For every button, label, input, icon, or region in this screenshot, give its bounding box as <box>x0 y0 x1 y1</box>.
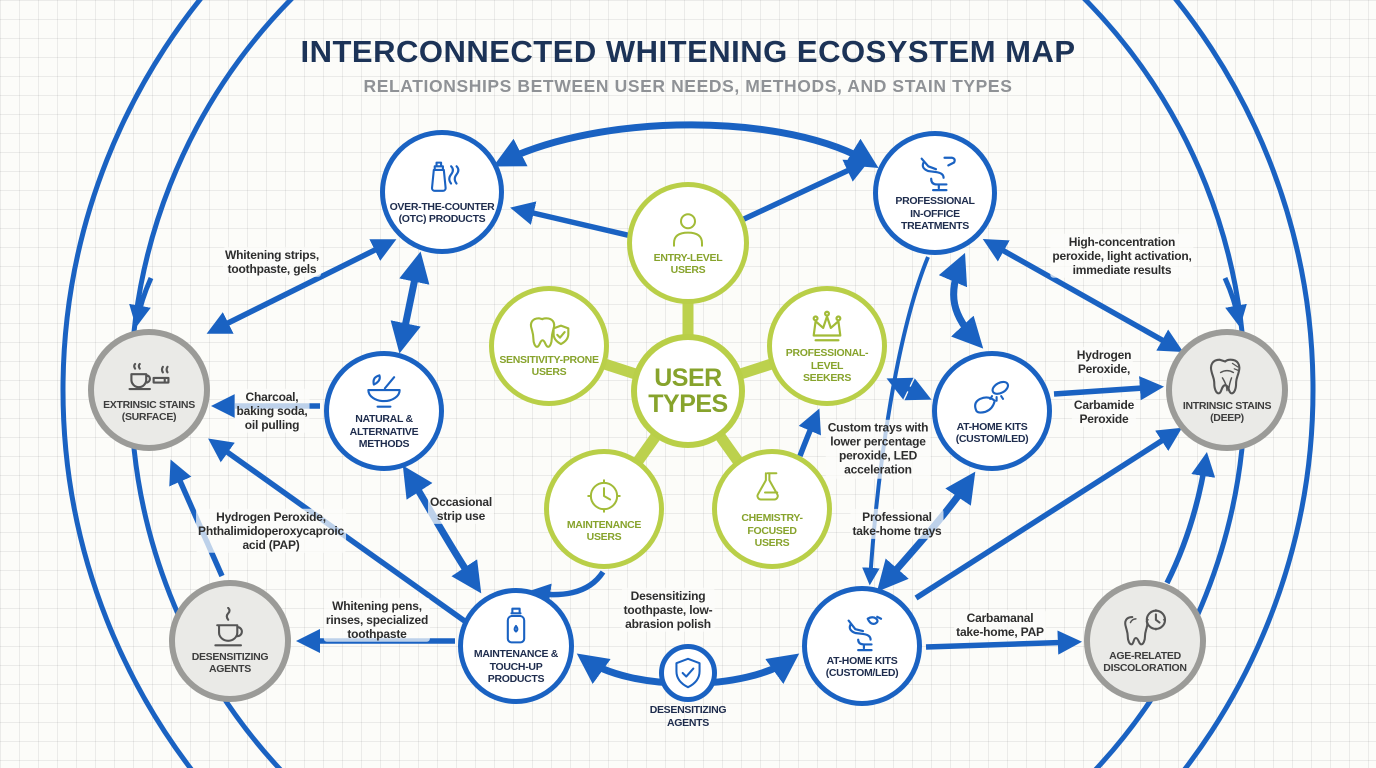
edge-label-custom-trays: Custom trays with lower percentage perox… <box>825 419 931 479</box>
node-intrinsic-stains: INTRINSIC STAINS (DEEP) <box>1166 329 1288 451</box>
node-professional-in-office: PROFESSIONAL IN-OFFICE TREATMENTS <box>873 131 997 255</box>
tooth-cross-section-icon <box>1207 356 1247 398</box>
node-chemistry-focused-users: CHEMISTRY- FOCUSED USERS <box>712 449 832 569</box>
node-label: OVER-THE-COUNTER (OTC) PRODUCTS <box>389 200 495 225</box>
toothpaste-and-strips-icon <box>420 159 464 199</box>
node-extrinsic-stains: EXTRINSIC STAINS (SURFACE) <box>88 329 210 451</box>
node-label: NATURAL & ALTERNATIVE METHODS <box>349 413 419 451</box>
coffee-cigarette-icon <box>124 357 174 397</box>
desensitizing-agents-blue-label: DESENSITIZING AGENTS <box>649 704 727 729</box>
node-label: DESENSITIZING AGENTS <box>191 650 269 675</box>
node-at-home-kits-bottom: AT-HOME KITS (CUSTOM/LED) <box>802 586 922 706</box>
edge-label-occasional-strip-use: Occasional strip use <box>427 493 495 525</box>
edge-label-carbamanal-take-home: Carbamanal take-home, PAP <box>954 609 1046 641</box>
node-label: AT-HOME KITS (CUSTOM/LED) <box>825 654 899 679</box>
page-subtitle: RELATIONSHIPS BETWEEN USER NEEDS, METHOD… <box>363 76 1013 96</box>
node-user-types-hub: USER TYPES <box>631 334 745 448</box>
page-title: INTERCONNECTED WHITENING ECOSYSTEM MAP <box>300 34 1076 69</box>
flask-icon <box>751 468 793 510</box>
node-label: AGE-RELATED DISCOLORATION <box>1103 649 1187 674</box>
edge-label-desensitizing-toothpaste: Desensitizing toothpaste, low- abrasion … <box>621 587 715 633</box>
shield-check-icon <box>672 656 704 690</box>
node-maintenance-users: MAINTENANCE USERS <box>544 449 664 569</box>
person-icon <box>667 210 709 250</box>
tooth-clock-icon <box>1121 608 1169 648</box>
node-label: PROFESSIONAL- LEVEL SEEKERS <box>785 347 869 385</box>
node-label: AT-HOME KITS (CUSTOM/LED) <box>955 420 1029 445</box>
node-maintenance-touch-up-products: MAINTENANCE & TOUCH-UP PRODUCTS <box>458 588 574 704</box>
node-age-related-discoloration: AGE-RELATED DISCOLORATION <box>1084 580 1206 702</box>
node-entry-level-users: ENTRY-LEVEL USERS <box>627 182 749 304</box>
node-label: CHEMISTRY- FOCUSED USERS <box>741 512 803 550</box>
node-desensitizing-agents-gray: DESENSITIZING AGENTS <box>169 580 291 702</box>
edge-label-carbamide-peroxide: Carbamide Peroxide <box>1071 396 1137 428</box>
node-otc-products: OVER-THE-COUNTER (OTC) PRODUCTS <box>380 130 504 254</box>
mouthwash-bottle-icon <box>497 606 535 646</box>
node-at-home-kits-right: AT-HOME KITS (CUSTOM/LED) <box>932 351 1052 471</box>
crown-icon <box>804 307 850 345</box>
node-label: SENSITIVITY-PRONE USERS <box>499 353 599 378</box>
node-desensitizing-agents-blue <box>659 644 717 702</box>
node-label: MAINTENANCE & TOUCH-UP PRODUCTS <box>473 648 559 686</box>
dental-chair-icon <box>839 613 885 653</box>
node-label: MAINTENANCE USERS <box>566 518 642 543</box>
node-natural-alternative-methods: NATURAL & ALTERNATIVE METHODS <box>324 351 444 471</box>
mortar-pestle-icon <box>361 371 407 411</box>
edge-label-whitening-pens: Whitening pens, rinses, specialized toot… <box>323 597 431 643</box>
node-label: ENTRY-LEVEL USERS <box>653 251 723 276</box>
coffee-cup-icon <box>208 606 252 649</box>
edge-label-charcoal: Charcoal, baking soda, oil pulling <box>234 388 310 434</box>
dental-chair-icon <box>912 153 958 193</box>
node-label: EXTRINSIC STAINS (SURFACE) <box>103 398 195 423</box>
tooth-shield-icon <box>526 314 572 352</box>
node-label: INTRINSIC STAINS (DEEP) <box>1182 399 1272 424</box>
edge-label-whitening-strips: Whitening strips, toothpaste, gels <box>223 246 321 278</box>
edge-label-professional-take-home: Professional take-home trays <box>850 508 944 540</box>
edge-label-high-concentration: High-concentration peroxide, light activ… <box>1050 233 1194 279</box>
clock-icon <box>583 475 625 517</box>
node-professional-level-seekers: PROFESSIONAL- LEVEL SEEKERS <box>767 286 887 406</box>
whitening-tray-led-icon <box>969 377 1015 419</box>
edge-label-hydrogen-peroxide: Hydrogen Peroxide, <box>1074 346 1134 378</box>
edge-label-pap-acid: Hydrogen Peroxide, Phthalimidoperoxycapr… <box>196 508 346 554</box>
hub-label: USER TYPES <box>648 363 728 418</box>
node-label: PROFESSIONAL IN-OFFICE TREATMENTS <box>895 195 975 233</box>
node-sensitivity-prone-users: SENSITIVITY-PRONE USERS <box>489 286 609 406</box>
